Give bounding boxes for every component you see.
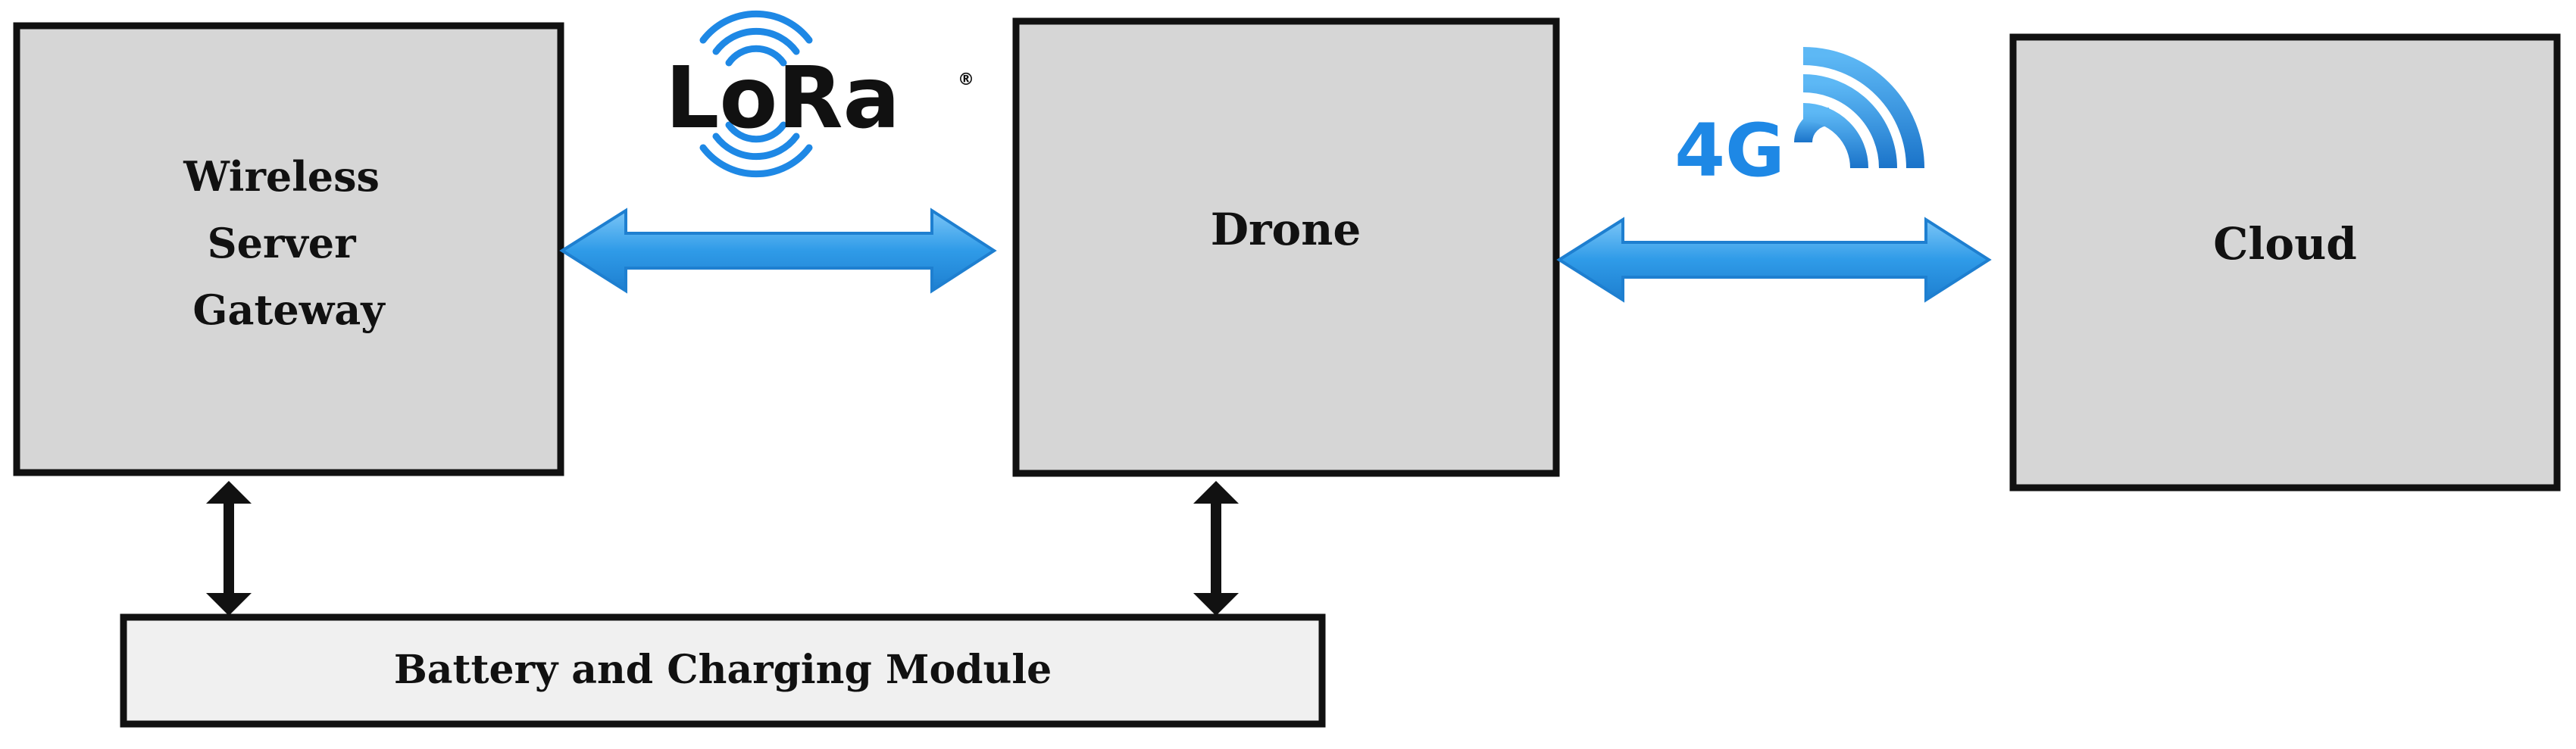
gateway-label-line-3: Gateway — [192, 286, 386, 334]
battery-charging-module-block: Battery and Charging Module — [120, 613, 1326, 728]
lora-waves-bottom — [699, 121, 813, 178]
drone-battery-arrow — [1193, 481, 1239, 616]
drone-label: Drone — [1211, 204, 1361, 255]
lora-logo-text: LoRa — [665, 49, 900, 148]
gateway-label: Wireless Server Gateway — [183, 152, 394, 334]
battery-label: Battery and Charging Module — [394, 647, 1052, 693]
cloud-label: Cloud — [2213, 218, 2357, 270]
gateway-battery-arrow — [206, 481, 252, 616]
4g-signal-icon: 4G — [1674, 47, 1924, 193]
4g-signal-arcs — [1794, 47, 1924, 169]
drone-block: Drone — [1012, 17, 1560, 477]
wireless-server-gateway-block: Wireless Server Gateway — [13, 22, 564, 476]
4g-logo-text: 4G — [1674, 108, 1785, 193]
cloud-block: Cloud — [2009, 33, 2561, 492]
lora-registered-mark: ® — [958, 70, 974, 89]
lora-logo-icon: LoRa ® — [665, 10, 974, 178]
gateway-label-line-1: Wireless — [183, 152, 380, 201]
gateway-label-line-2: Server — [208, 219, 357, 267]
4g-link-arrow — [1556, 217, 1992, 303]
lora-link-arrow — [559, 208, 997, 294]
lora-waves-top — [699, 10, 813, 67]
